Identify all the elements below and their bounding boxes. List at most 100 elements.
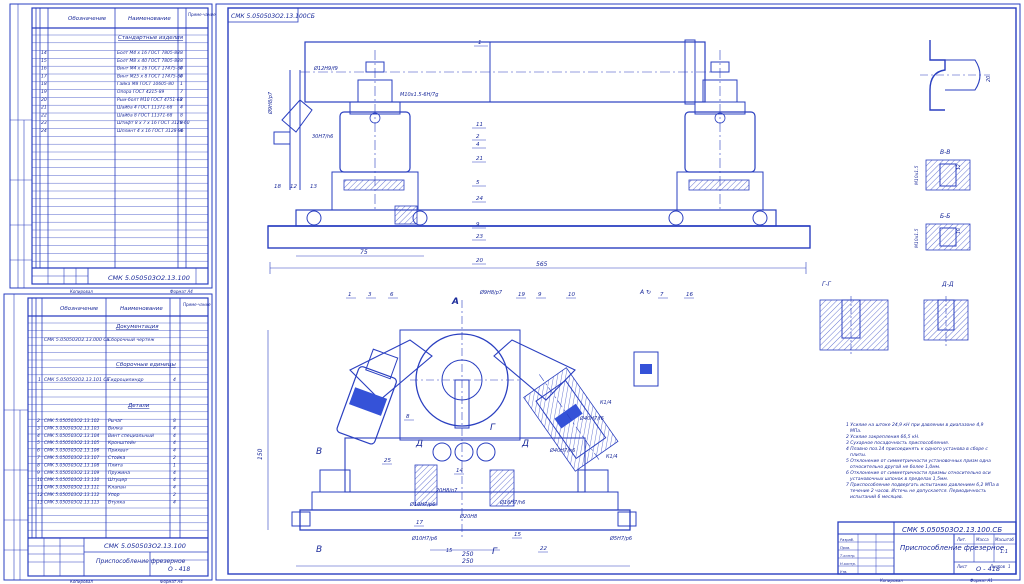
lower-unit-name: Гидроцилиндр (108, 377, 144, 383)
title-format-label: Формат А1 (970, 578, 993, 583)
note-line: 3 Сухарное посадочность приспособления. (846, 440, 949, 446)
callout-top: 23 (476, 234, 483, 240)
lower-format-label: Формат А4 (160, 579, 183, 584)
lower-header-note: Приме-чание (183, 302, 211, 307)
upper-row-name: Винт М4 х 16 ГОСТ 17475-80 (117, 66, 183, 72)
callout-bottom: 3 (368, 292, 372, 298)
fit-40h7-f6: Ø40Н7/f6 (579, 415, 604, 422)
section-g-bottom: Г (492, 547, 498, 557)
note-line: течение 2 часов. Истечь не допускается. … (850, 488, 986, 494)
role-ncontr: Н.контр. (840, 562, 856, 566)
lower-unit-code: СМК 5.050503О2.13.101 СБ (44, 377, 110, 383)
lower-spec-sheet: Обозначение Наименование Приме-чание Док… (3, 293, 213, 584)
role-approve: Утв. (840, 570, 848, 574)
upper-row-pos: 14 (41, 50, 47, 56)
note-line: МПа. (850, 428, 861, 434)
lower-row-qty: 4 (173, 433, 176, 439)
callout-top: 20 (476, 258, 483, 264)
lower-row-name: Стойка (108, 455, 125, 461)
title-copy-label: Копировал (880, 578, 903, 583)
fit-9h8-plan: Ø9Н8/p7 (479, 289, 503, 296)
upper-row-name: Шайба 4 ГОСТ 11371-68 (117, 105, 173, 111)
dim-15: 15 (446, 548, 452, 554)
note-line: 7 Приспособление подвергать испытанию да… (846, 482, 999, 488)
lower-row-qty: 4 (173, 448, 176, 454)
lower-row-qty: 4 (173, 470, 176, 476)
note-line: 4 Плавно поз.14 присоединять к одного ус… (846, 446, 988, 452)
section-bb-title: В-В (940, 149, 950, 156)
upper-row-pos: 17 (41, 73, 47, 79)
lower-row-code: СМК 5.050503О2.13.105 (44, 440, 100, 446)
upper-row-pos: 19 (41, 89, 47, 95)
dim-565: 565 (536, 261, 548, 268)
lower-row-pos: 13 (37, 499, 43, 505)
upper-row-pos: 21 (41, 105, 47, 111)
upper-row-qty: 4 (180, 128, 183, 134)
fit-5h7: Ø5Н7/p6 (609, 535, 632, 542)
lower-row-code: СМК 5.050503О2.13.102 (44, 418, 100, 424)
lower-doc-code: СМК 5.050503О2.13.000 СБ (44, 337, 110, 343)
lower-row-code: СМК 5.050503О2.13.106 (44, 448, 100, 454)
lower-row-pos: 10 (37, 477, 43, 483)
callout-top: 9 (476, 222, 480, 228)
callout-top: 13 (310, 184, 317, 190)
callout-bottom: 22 (540, 546, 547, 552)
lower-header-name: Наименование (120, 306, 163, 312)
upper-copy-label: Копировал (70, 289, 93, 294)
view-a-label: А ↻ (639, 289, 651, 296)
rotated-code-box: СМК 5.050503О2.13.100СБ (231, 13, 315, 20)
upper-format-label: Формат А4 (170, 289, 193, 294)
callout-bottom: 25 (384, 458, 391, 464)
lower-row-name: Рычаг (108, 418, 123, 424)
upper-row-qty: 2 (180, 97, 183, 103)
lower-section-parts: Детали (127, 403, 150, 409)
upper-stamp-code: СМК 5.050503О2.13.100 (108, 274, 190, 282)
role-check: Пров. (840, 546, 850, 550)
callout-bottom: 9 (538, 292, 542, 298)
upper-row-qty: 1 (180, 81, 183, 87)
lower-row-pos: 4 (37, 433, 40, 439)
role-tcontr: Т.контр. (840, 554, 856, 558)
bb-12: 12 (956, 164, 962, 170)
lower-stamp-code: СМК 5.050503О2.13.100 (104, 542, 186, 550)
lower-row-qty: 4 (173, 425, 176, 431)
lower-row-code: СМК 5.050503О2.13.103 (44, 425, 100, 431)
dim-150: 150 (257, 448, 264, 460)
upper-spec-sheet: Обозначение Наименование Приме-чание Ста… (9, 3, 216, 294)
note-line: плиты. (850, 453, 866, 458)
section-bbb-title: Б-Б (940, 213, 950, 220)
note-line: установочных шпонок в пределах 1,5мм. (849, 476, 948, 482)
lower-row-pos: 5 (37, 440, 40, 446)
upper-row-name: Шплинт 4 х 16 ГОСТ 3128-86 (117, 128, 184, 134)
upper-row-name: Штифт 8 х 7 х 16 ГОСТ 3128-60 (117, 120, 190, 126)
note-line: 1 Усилие на штоке 24,9 кН при давлении в… (846, 422, 984, 428)
title-mass-label: Масса (976, 537, 989, 542)
bb-m10: М10х1.5 (914, 165, 920, 185)
title-lit-label: Лит. (956, 537, 966, 542)
lower-row-code: СМК 5.050503О2.13.110 (44, 477, 100, 483)
lower-row-qty: 2 (173, 492, 176, 498)
upper-row-name: Опора ГОСТ 4215-89 (117, 89, 164, 95)
upper-row-qty: 4 (180, 105, 183, 111)
lower-row-pos: 8 (37, 462, 40, 468)
title-group: О - 418 (976, 565, 1000, 573)
upper-row-name: Болт М4 х 16 ГОСТ 7805-88 (117, 50, 180, 56)
title-sheet-label: Лист (956, 564, 968, 569)
callout-top: 5 (476, 180, 480, 186)
section-v-bottom: В (316, 545, 322, 555)
upper-row-pos: 16 (41, 66, 47, 72)
upper-row-qty: 8 (180, 112, 183, 118)
fit-k14-a: К1/4 (600, 400, 612, 406)
section-g-top: Г (490, 423, 496, 433)
lower-row-qty: 2 (173, 455, 176, 461)
fit-20h8: 20Н8/n7 (436, 488, 458, 494)
lower-row-qty: 4 (173, 477, 176, 483)
callout-top: 24 (476, 196, 483, 202)
upper-section-standard: Стандартные изделия (118, 35, 184, 41)
lower-row-code: СМК 5.050503О2.13.113 (44, 499, 100, 505)
view-a-arrow: А (451, 297, 459, 307)
technical-notes: 1 Усилие на штоке 24,9 кН при давлении в… (846, 422, 999, 500)
callout-bottom: 15 (514, 532, 521, 538)
callout-bottom: 7 (660, 292, 664, 298)
title-name: Приспособление фрезерное (900, 544, 1004, 552)
